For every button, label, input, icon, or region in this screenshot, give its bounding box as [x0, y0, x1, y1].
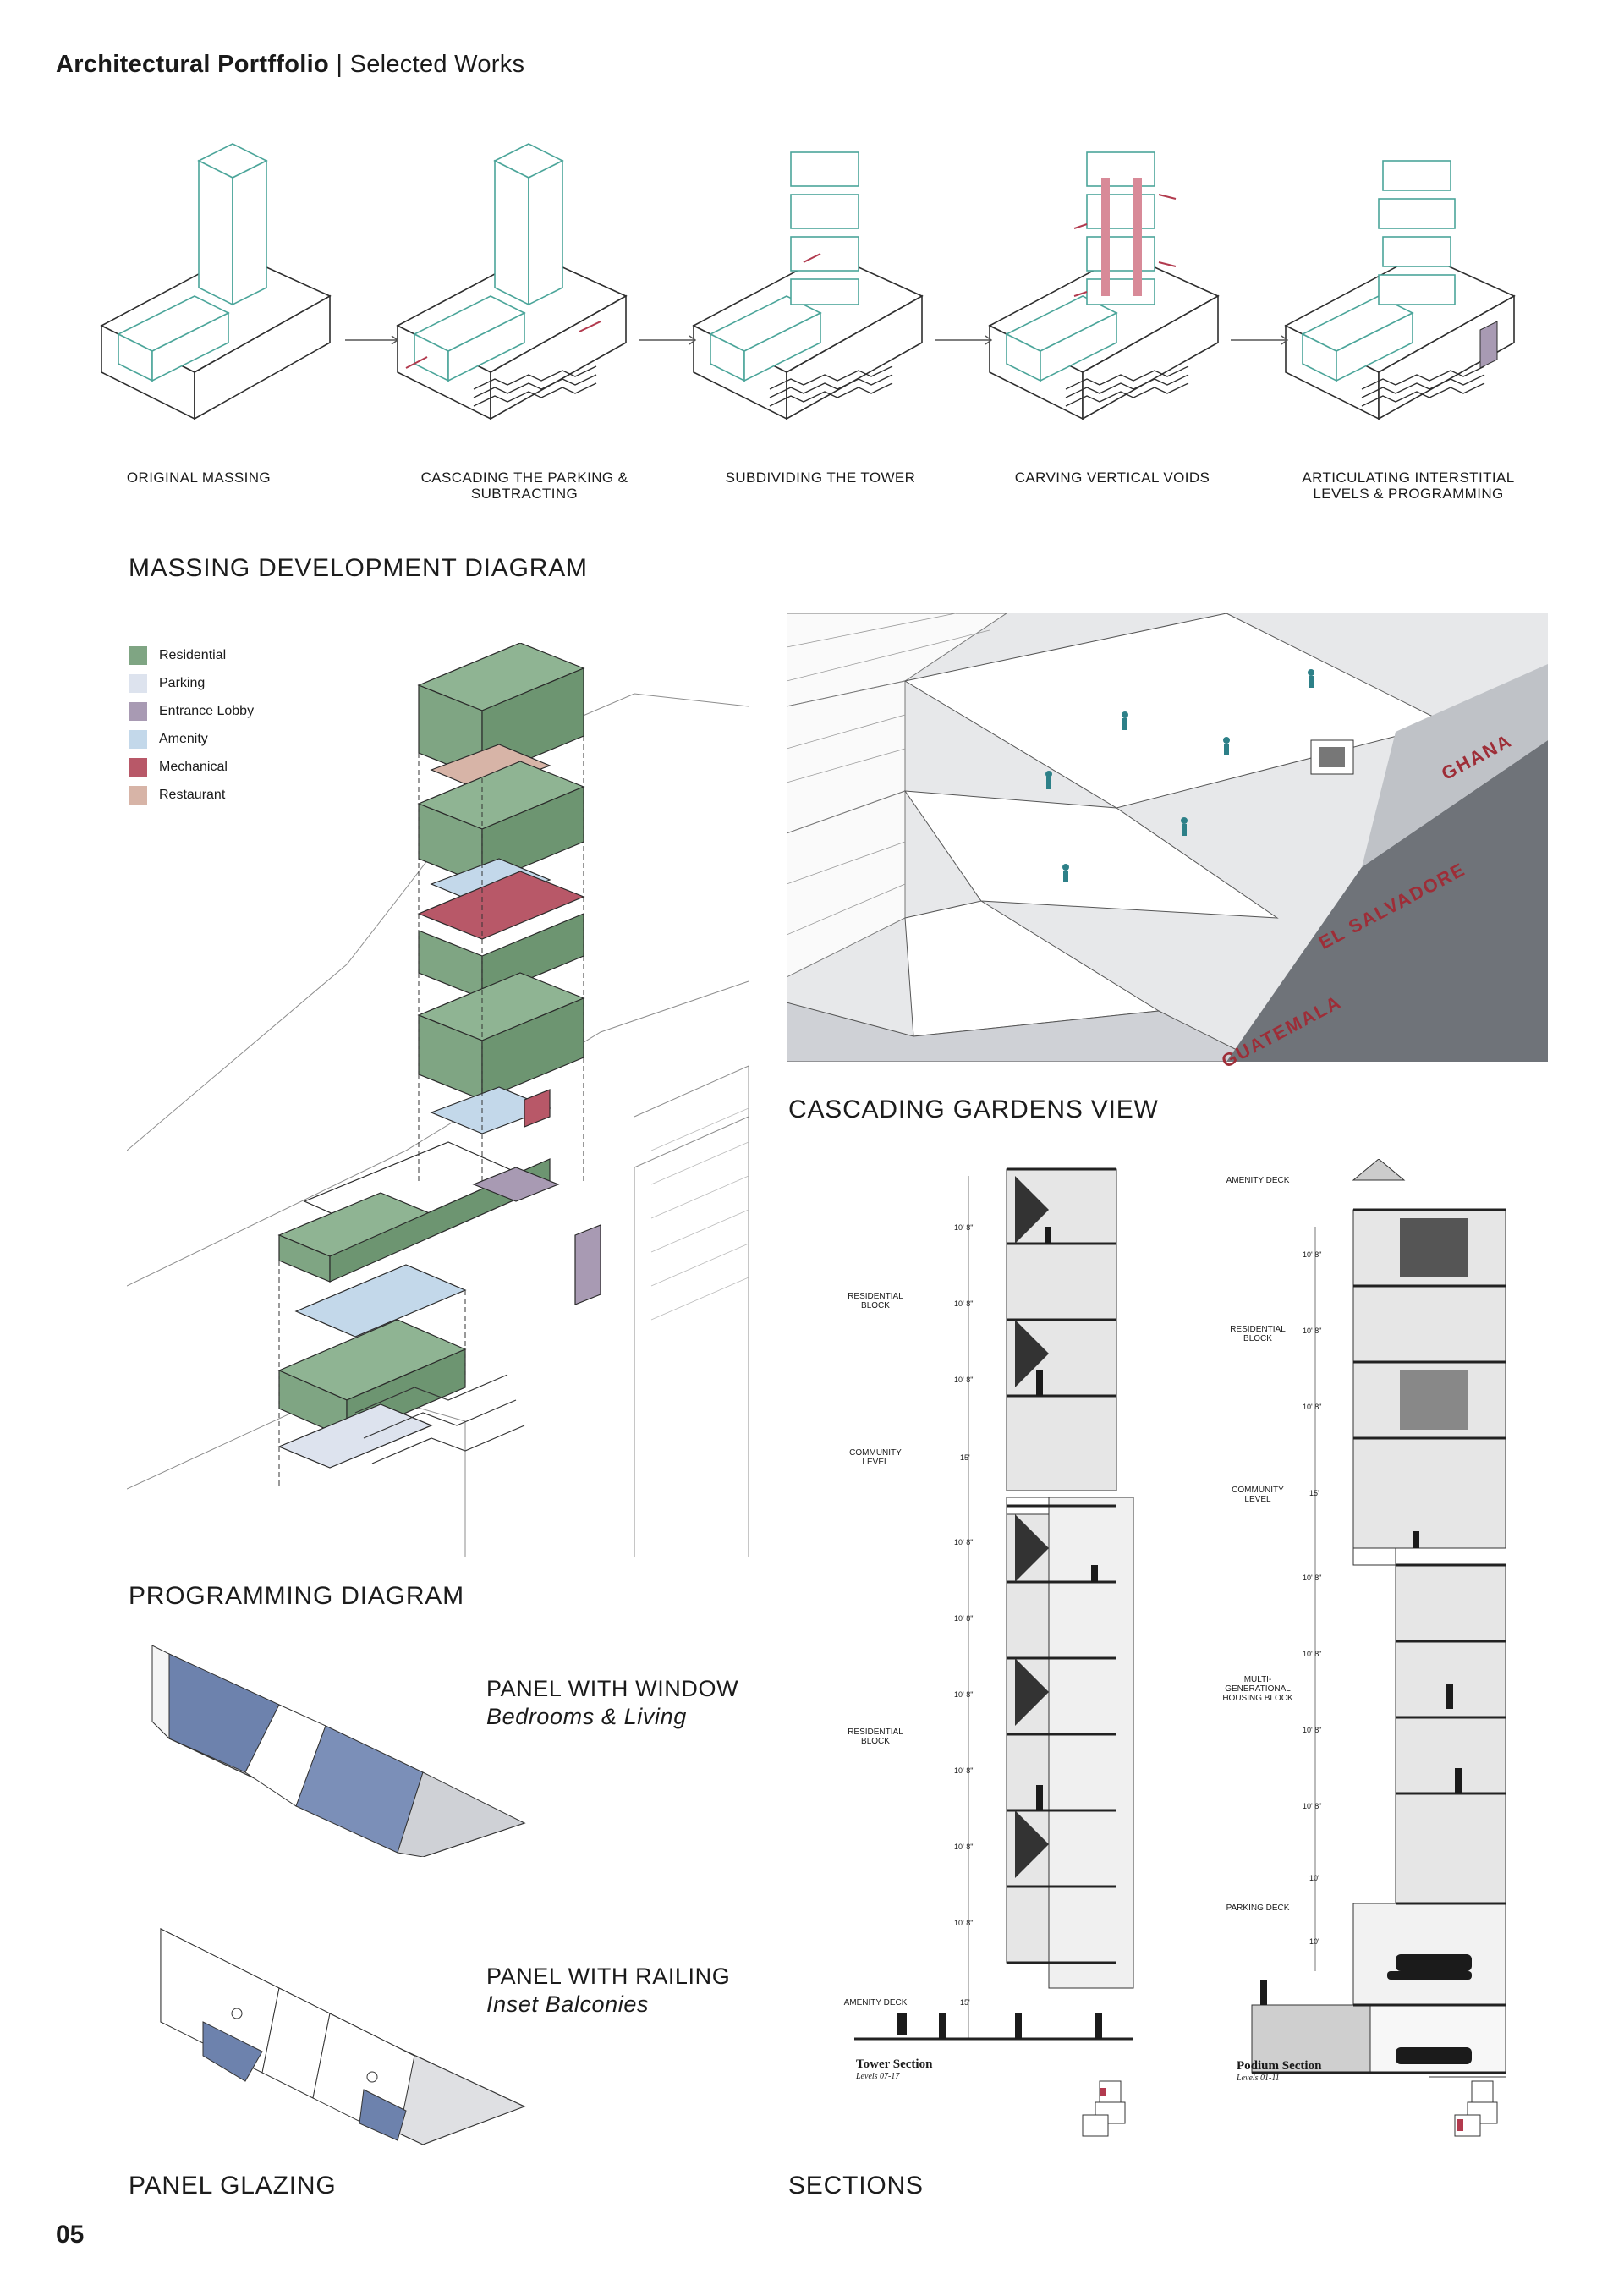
header-separator: | — [336, 51, 343, 78]
program-legend: Residential Parking Entrance Lobby Ameni… — [129, 641, 254, 809]
legend-item-parking: Parking — [129, 669, 254, 697]
panel-window-subtitle: Bedrooms & Living — [486, 1704, 687, 1729]
podium-dim-8: 10' 8" — [1303, 1802, 1322, 1810]
step-label-3: SUBDIVIDING THE TOWER — [725, 470, 916, 486]
header-title-rest: Selected Works — [349, 51, 525, 78]
massing-diagram-title: MASSING DEVELOPMENT DIAGRAM — [129, 554, 588, 582]
tower-dim-10: 10' 8" — [954, 1919, 974, 1927]
podium-dim-5: 10' 8" — [1303, 1574, 1322, 1582]
podium-tag-community: COMMUNITY LEVEL — [1232, 1486, 1284, 1504]
step-label-1: ORIGINAL MASSING — [126, 470, 272, 486]
tower-dim-9: 10' 8" — [954, 1843, 974, 1851]
legend-item-entrance-lobby: Entrance Lobby — [129, 697, 254, 725]
tower-section-caption: Tower Section Levels 07-17 — [856, 2057, 933, 2081]
tower-dim-8: 10' 8" — [954, 1766, 974, 1775]
sections-title: SECTIONS — [788, 2172, 924, 2200]
tower-dim-7: 10' 8" — [954, 1690, 974, 1699]
legend-item-restaurant: Restaurant — [129, 781, 254, 809]
podium-section-caption: Podium Section Levels 01-11 — [1237, 2059, 1322, 2083]
tower-dim-11: 15' — [960, 1998, 970, 2007]
legend-item-residential: Residential — [129, 641, 254, 669]
tower-tag-community: COMMUNITY LEVEL — [849, 1448, 902, 1467]
header-title-bold: Architectural Portffolio — [56, 51, 329, 78]
podium-dim-1: 10' 8" — [1303, 1250, 1322, 1259]
cascading-gardens-title: CASCADING GARDENS VIEW — [788, 1096, 1159, 1123]
cascading-gardens-drawing — [787, 613, 1548, 1062]
tower-dim-6: 10' 8" — [954, 1614, 974, 1623]
podium-dim-6: 10' 8" — [1303, 1650, 1322, 1658]
tower-dim-3: 10' 8" — [954, 1376, 974, 1384]
step-label-2: CASCADING THE PARKING & SUBTRACTING — [420, 470, 628, 502]
tower-section-levels: Levels 07-17 — [856, 2072, 900, 2081]
tower-dim-1: 10' 8" — [954, 1223, 974, 1232]
panel-with-railing-drawing — [160, 1928, 526, 2145]
podium-tag-multigen: MULTI-GENERATIONAL HOUSING BLOCK — [1222, 1675, 1293, 1703]
tower-dim-5: 10' 8" — [954, 1538, 974, 1546]
panel-glazing-title: PANEL GLAZING — [129, 2172, 337, 2200]
step-label-5: ARTICULATING INTERSTITIAL LEVELS & PROGR… — [1302, 470, 1515, 502]
page-number: 05 — [56, 2221, 85, 2249]
sections-drawing — [854, 1159, 1506, 2137]
panel-window-title: PANEL WITH WINDOW — [486, 1676, 739, 1701]
podium-dim-9: 10' — [1309, 1874, 1320, 1882]
podium-section-levels: Levels 01-11 — [1237, 2074, 1280, 2083]
tower-tag-residential-2: RESIDENTIAL BLOCK — [848, 1727, 903, 1746]
programming-diagram-title: PROGRAMMING DIAGRAM — [129, 1582, 464, 1610]
tower-dim-2: 10' 8" — [954, 1299, 974, 1308]
podium-tag-parking: PARKING DECK — [1226, 1903, 1290, 1913]
page-header: Architectural Portffolio | Selected Work… — [56, 51, 524, 79]
podium-dim-2: 10' 8" — [1303, 1327, 1322, 1335]
podium-section-drawing — [1251, 1159, 1506, 2078]
panel-railing-label: PANEL WITH RAILING Inset Balconies — [486, 1963, 730, 2019]
tower-dim-4: 15' — [960, 1453, 970, 1462]
podium-dim-7: 10' 8" — [1303, 1726, 1322, 1734]
tower-tag-residential-1: RESIDENTIAL BLOCK — [848, 1292, 903, 1310]
legend-item-mechanical: Mechanical — [129, 753, 254, 781]
podium-dim-3: 10' 8" — [1303, 1403, 1322, 1411]
panel-with-window-drawing — [151, 1645, 526, 1857]
step-label-4: CARVING VERTICAL VOIDS — [1014, 470, 1210, 486]
panel-window-label: PANEL WITH WINDOW Bedrooms & Living — [486, 1675, 738, 1731]
podium-dim-10: 10' — [1309, 1937, 1320, 1946]
tower-tag-amenity: AMENITY DECK — [843, 1998, 908, 2008]
podium-dim-4: 15' — [1309, 1489, 1320, 1497]
podium-tag-amenity: AMENITY DECK — [1226, 1176, 1290, 1185]
massing-steps-drawing — [101, 143, 1515, 420]
podium-tag-residential: RESIDENTIAL BLOCK — [1230, 1325, 1286, 1343]
legend-item-amenity: Amenity — [129, 725, 254, 753]
programming-diagram-drawing — [127, 643, 749, 1557]
panel-railing-title: PANEL WITH RAILING — [486, 1964, 731, 1989]
tower-section-drawing — [854, 1167, 1134, 2041]
panel-railing-subtitle: Inset Balconies — [486, 1991, 650, 2017]
